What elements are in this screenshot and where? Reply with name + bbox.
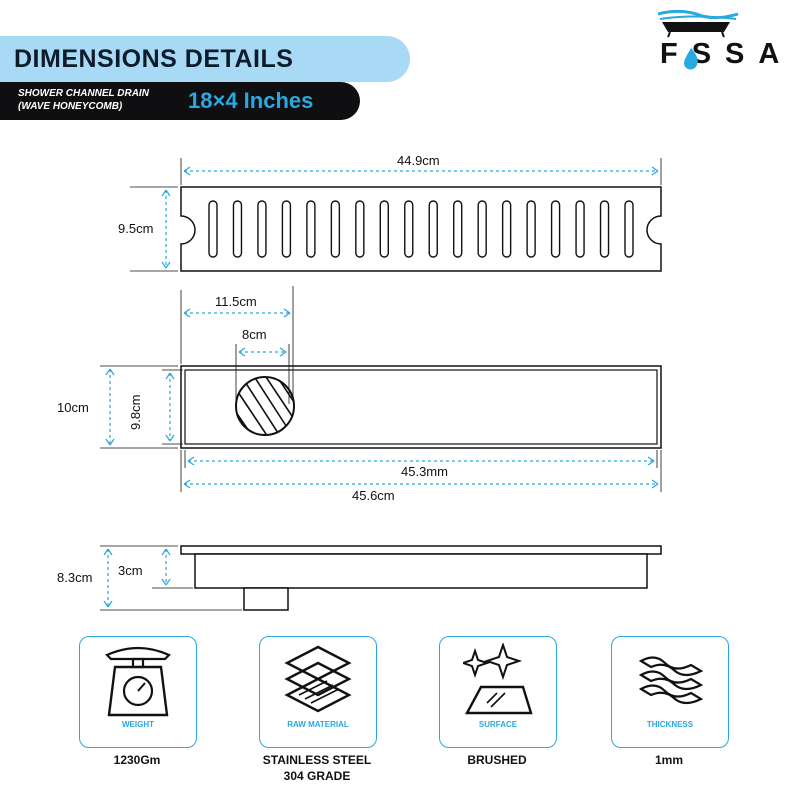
frame-inner-width-dimension xyxy=(162,369,183,445)
grate-slot xyxy=(404,200,414,258)
bathtub-icon xyxy=(657,9,739,38)
grate-slot xyxy=(208,200,218,258)
grate-slot xyxy=(281,200,292,258)
spec-value-surface: BRUSHED xyxy=(467,753,527,767)
spec-value-weight: 1230Gm xyxy=(113,753,161,767)
spec-label-weight: WEIGHT xyxy=(122,720,154,729)
product-name-line1: SHOWER CHANNEL DRAIN xyxy=(18,88,149,99)
layers-icon xyxy=(284,645,352,713)
grate-slot xyxy=(575,200,585,258)
grate-slot xyxy=(599,200,610,258)
outlet-offset-dimension xyxy=(180,286,294,396)
spec-card-surface: SURFACE xyxy=(439,636,557,748)
grate-slot xyxy=(624,200,634,258)
grate-slot xyxy=(379,200,389,258)
grate-width-label: 9.5cm xyxy=(118,221,154,236)
spec-label-material: RAW MATERIAL xyxy=(287,720,349,729)
sheets-icon xyxy=(638,656,704,705)
outlet-diameter-dimension xyxy=(235,344,290,404)
outlet-offset-label: 11.5cm xyxy=(215,294,257,309)
frame-inner-length-dimension xyxy=(184,450,658,468)
grate-slot xyxy=(477,200,487,258)
grate-slots xyxy=(208,200,634,258)
spec-card-material: RAW MATERIAL xyxy=(259,636,377,748)
outlet-diameter-label: 8cm xyxy=(242,327,267,342)
grate-top-view xyxy=(180,186,662,272)
channel-side-view xyxy=(180,545,662,611)
grate-length-dimension xyxy=(180,158,662,185)
side-total-height-dimension xyxy=(100,545,242,611)
sparkle-surface-icon xyxy=(463,643,533,715)
grate-length-label: 44.9cm xyxy=(397,153,440,168)
grate-slot xyxy=(501,200,512,258)
spec-value-material: STAINLESS STEEL 304 GRADE xyxy=(262,753,372,783)
product-size: 18×4 Inches xyxy=(188,88,314,113)
frame-outer-length-dimension xyxy=(180,450,662,492)
product-name-line2: (WAVE HONEYCOMB) xyxy=(18,101,123,112)
title-banner xyxy=(0,36,410,82)
frame-inner-width-label: 9.8cm xyxy=(128,394,143,430)
grate-slot xyxy=(550,200,561,258)
scale-icon xyxy=(105,646,171,717)
side-channel-depth-dimension xyxy=(152,548,193,589)
grate-slot xyxy=(306,200,316,258)
spec-label-thickness: THICKNESS xyxy=(646,720,694,729)
side-channel-depth-label: 3cm xyxy=(118,563,143,578)
channel-frame-view xyxy=(180,365,662,449)
spec-label-surface: SURFACE xyxy=(478,720,518,729)
spec-card-thickness: THICKNESS xyxy=(611,636,729,748)
grate-slot xyxy=(232,200,243,258)
grate-width-dimension xyxy=(130,186,178,272)
grate-slot xyxy=(355,200,365,258)
side-total-height-label: 8.3cm xyxy=(57,570,93,585)
frame-outer-width-dimension xyxy=(100,365,178,449)
brand-drop-icon xyxy=(684,48,698,70)
grate-slot xyxy=(526,200,536,258)
product-name: SHOWER CHANNEL DRAIN (WAVE HONEYCOMB) xyxy=(18,87,178,113)
brand-name: FSSA xyxy=(660,38,794,70)
frame-outer-length-label: 45.6cm xyxy=(352,488,395,503)
page-title: DIMENSIONS DETAILS xyxy=(14,45,294,73)
spec-card-weight: WEIGHT xyxy=(79,636,197,748)
subtitle-banner xyxy=(0,82,360,120)
grate-slot xyxy=(453,200,463,258)
grate-slot xyxy=(330,200,341,258)
frame-inner-length-label: 45.3mm xyxy=(401,464,448,479)
brand-logo-text: FSSA xyxy=(660,38,793,71)
spec-value-thickness: 1mm xyxy=(654,753,683,767)
grate-slot xyxy=(428,200,438,258)
frame-outer-width-label: 10cm xyxy=(57,400,89,415)
technical-drawing xyxy=(100,158,662,611)
grate-slot xyxy=(257,200,267,258)
